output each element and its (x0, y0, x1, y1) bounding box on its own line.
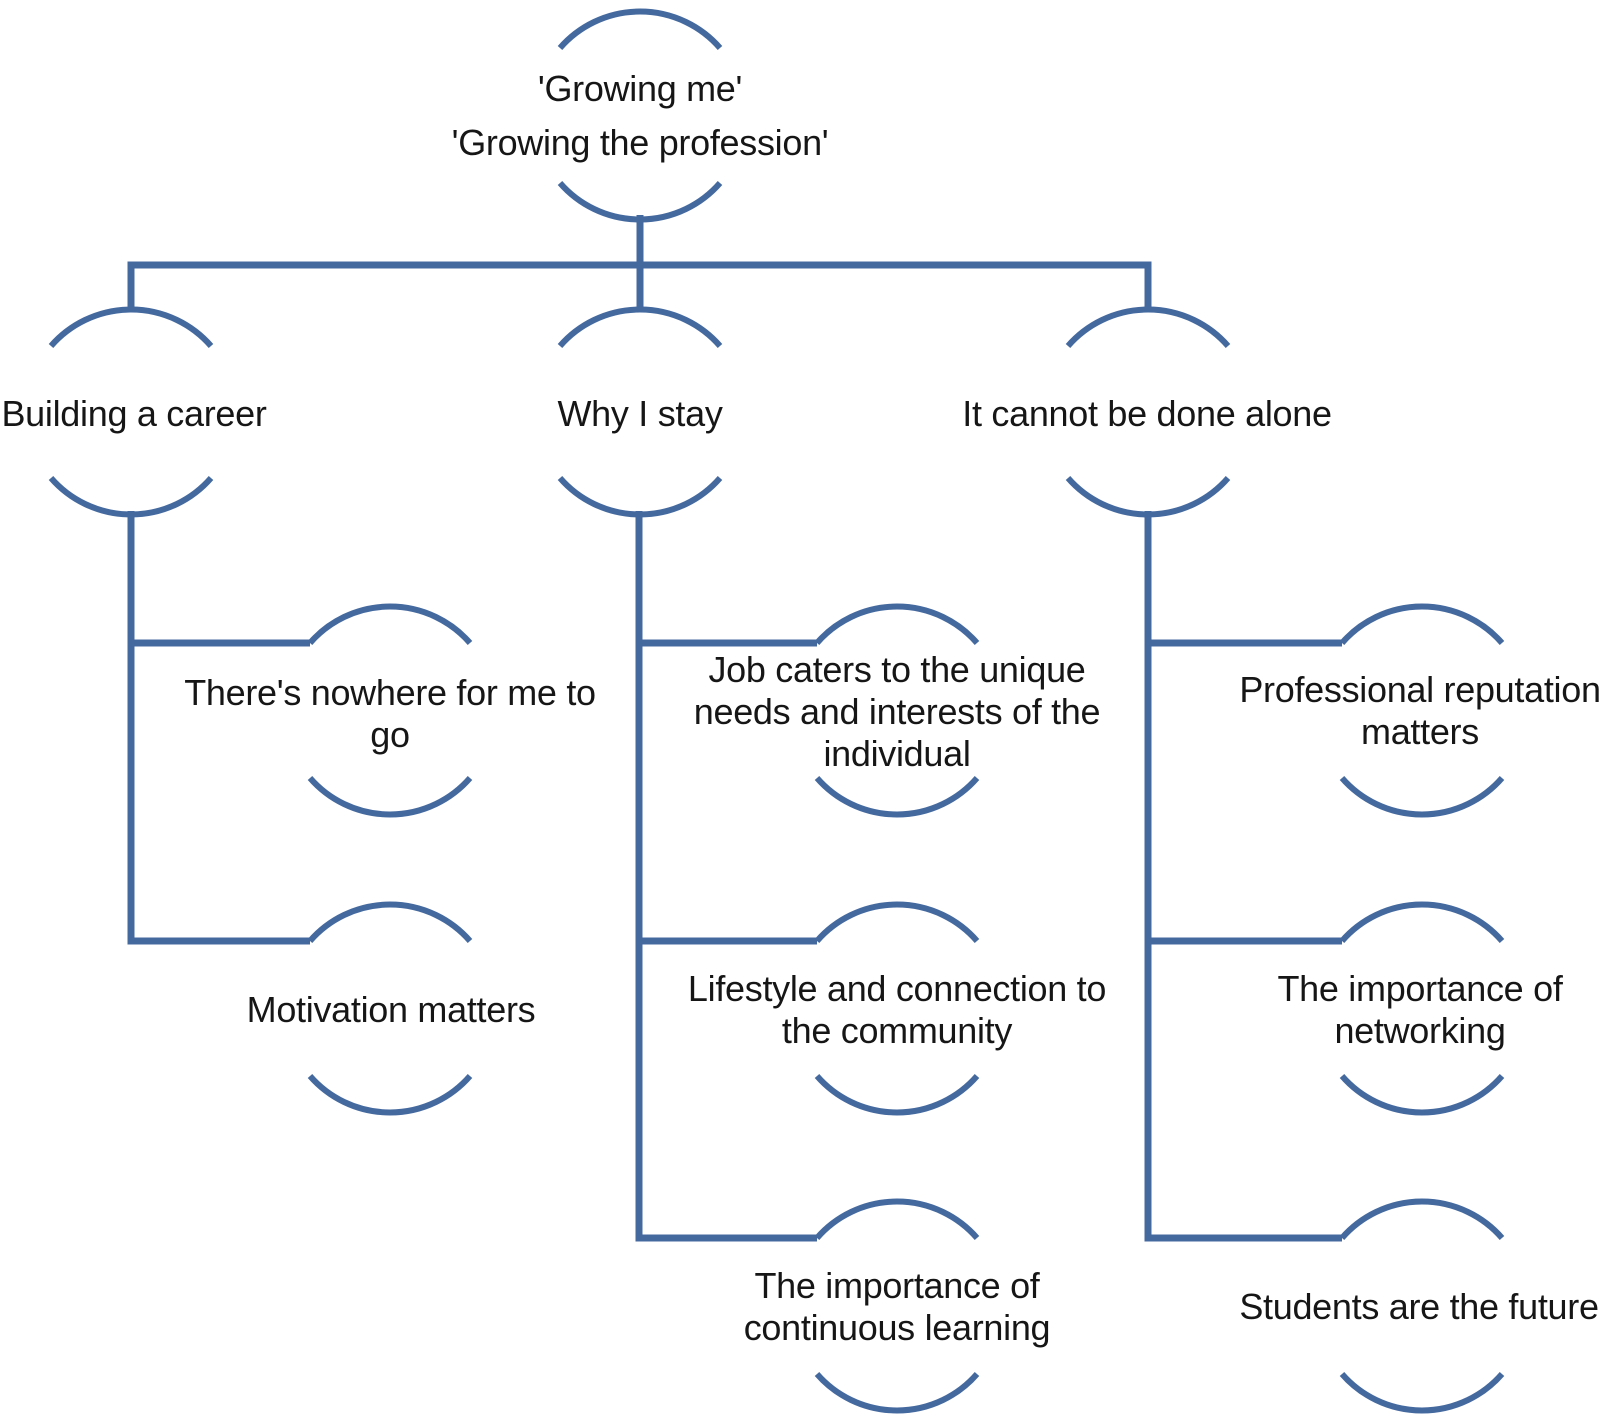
label-line: Building a career (1, 393, 267, 434)
students-future-top-arc (1339, 1198, 1505, 1240)
node-building-career-label: Building a career (1, 393, 266, 435)
label-line: continuous learning (743, 1307, 1051, 1348)
label-line: Professional reputation (1239, 669, 1600, 710)
node-job-caters-label: Job caters to the unique needs and inter… (693, 649, 1101, 775)
why-i-stay-bottom-arc (557, 476, 723, 518)
continuous-learning-bottom-arc (814, 1372, 980, 1414)
node-lifestyle-community-label: Lifestyle and connection to the communit… (688, 968, 1106, 1052)
label-line: 'Growing the profession' (451, 122, 829, 163)
label-line: individual (823, 733, 971, 774)
lifestyle-top-arc (814, 901, 980, 943)
label-line: Why I stay (557, 393, 723, 434)
lifestyle-bottom-arc (814, 1074, 980, 1116)
motivation-matters-bottom-arc (307, 1074, 473, 1116)
root-top-arc (557, 8, 723, 50)
right-trunk-line (1144, 511, 1342, 1242)
label-line: matters (1361, 711, 1479, 752)
left-trunk-line (127, 511, 310, 945)
label-line: go (370, 714, 410, 755)
label-line: Students are the future (1239, 1286, 1599, 1327)
label-line: The importance of (754, 1265, 1040, 1306)
label-line: 'Growing me' (537, 68, 743, 109)
nowhere-to-go-bottom-arc (307, 776, 473, 818)
node-importance-networking-label: The importance of networking (1277, 968, 1562, 1052)
root-bottom-arc (557, 181, 723, 223)
reputation-top-arc (1339, 603, 1505, 645)
label-line: It cannot be done alone (962, 393, 1332, 434)
students-future-bottom-arc (1339, 1372, 1505, 1414)
node-root-label: 'Growing me' 'Growing the profession' (452, 62, 829, 170)
center-trunk-line (635, 511, 817, 1242)
node-motivation-matters-label: Motivation matters (247, 989, 536, 1031)
node-cannot-be-done-alone-label: It cannot be done alone (962, 393, 1332, 435)
networking-top-arc (1339, 901, 1505, 943)
node-nowhere-to-go-label: There's nowhere for me to go (184, 672, 596, 756)
cannot-be-done-alone-bottom-arc (1065, 476, 1231, 518)
continuous-learning-top-arc (814, 1198, 980, 1240)
building-career-bottom-arc (48, 476, 214, 518)
motivation-matters-top-arc (307, 901, 473, 943)
job-caters-top-arc (814, 603, 980, 645)
label-line: the community (781, 1010, 1013, 1051)
node-professional-reputation-label: Professional reputation matters (1239, 669, 1600, 753)
label-line: needs and interests of the (693, 691, 1101, 732)
networking-bottom-arc (1339, 1074, 1505, 1116)
node-why-i-stay-label: Why I stay (557, 393, 722, 435)
building-career-top-arc (48, 306, 214, 348)
cannot-be-done-alone-top-arc (1065, 306, 1231, 348)
label-line: Lifestyle and connection to (687, 968, 1107, 1009)
label-line: Motivation matters (246, 989, 536, 1030)
label-line: The importance of (1277, 968, 1563, 1009)
label-line: networking (1334, 1010, 1506, 1051)
reputation-bottom-arc (1339, 776, 1505, 818)
node-students-future-label: Students are the future (1239, 1286, 1599, 1328)
label-line: There's nowhere for me to (184, 672, 596, 713)
nowhere-to-go-top-arc (307, 603, 473, 645)
label-line: Job caters to the unique (708, 649, 1086, 690)
node-continuous-learning-label: The importance of continuous learning (744, 1265, 1051, 1349)
job-caters-bottom-arc (814, 776, 980, 818)
why-i-stay-top-arc (557, 306, 723, 348)
